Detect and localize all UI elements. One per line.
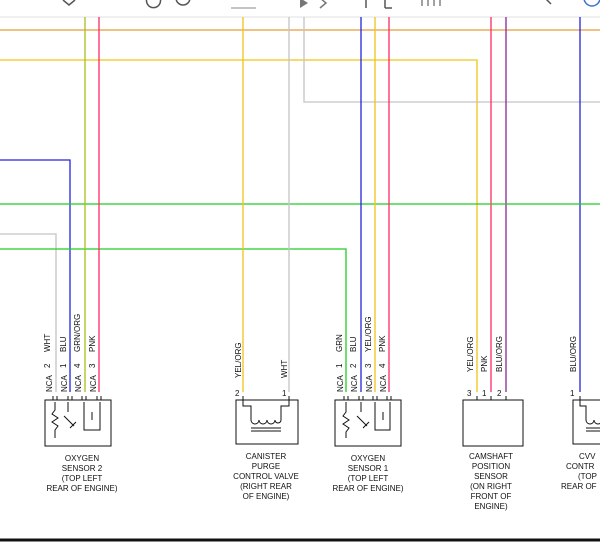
wires xyxy=(0,17,600,392)
page-icon[interactable] xyxy=(365,0,441,9)
component-title: PURGE xyxy=(252,462,280,471)
canister-purge-valve: YEL/ORG WHT 2 1 CANISTER PURGE CONTROL V… xyxy=(233,342,299,501)
wire-grn-sensor1 xyxy=(0,248,347,392)
coil-icon xyxy=(374,402,391,431)
nca-label: NCA xyxy=(45,374,54,392)
wire-label: PNK xyxy=(378,335,387,352)
camshaft-position-sensor: YEL/ORG PNK BLU/ORG 3 1 2 CAMSHAFT POSIT… xyxy=(462,336,524,511)
expand-icon[interactable] xyxy=(319,0,328,9)
connector-pins xyxy=(343,396,392,400)
pin-number: 4 xyxy=(378,363,387,368)
component-title: REAR OF ENGINE) xyxy=(46,484,117,493)
component-title: CVV xyxy=(579,452,596,461)
pin-number: 4 xyxy=(73,363,82,368)
pin-number: 1 xyxy=(59,363,68,368)
valve-housing xyxy=(572,399,600,445)
heater-element-icon xyxy=(342,402,350,438)
pin-number: 1 xyxy=(282,389,287,398)
sensor-housing xyxy=(334,399,402,447)
component-title: POSITION xyxy=(472,462,510,471)
wire-wht-sensor2 xyxy=(0,233,57,392)
wire-label: YEL/ORG xyxy=(234,342,243,378)
pin-number: 3 xyxy=(88,363,97,368)
play-icon[interactable] xyxy=(300,0,308,8)
connector-pins xyxy=(52,396,102,400)
toolbar[interactable] xyxy=(0,0,600,18)
solenoid-coil-icon xyxy=(242,400,290,432)
sensing-element-icon xyxy=(63,402,77,429)
oxygen-sensor-1: GRN BLU YEL/ORG PNK 1 2 3 4 NCA NCA NCA … xyxy=(332,316,403,493)
component-title: CONTR xyxy=(566,462,595,471)
nca-label: NCA xyxy=(89,374,98,392)
pin-number: 2 xyxy=(349,363,358,368)
sensor-housing xyxy=(462,399,524,447)
pin-number: 1 xyxy=(482,389,487,398)
wire-blu-sensor2 xyxy=(0,159,71,392)
component-title: OXYGEN xyxy=(351,454,385,463)
component-title: ENGINE) xyxy=(474,502,508,511)
arrow-icon[interactable] xyxy=(545,0,552,5)
component-title: FRONT OF xyxy=(471,492,512,501)
nca-label: NCA xyxy=(379,374,388,392)
component-title: (RIGHT REAR xyxy=(240,482,292,491)
nca-label: NCA xyxy=(365,374,374,392)
component-title: OXYGEN xyxy=(65,454,99,463)
component-title: REAR OF xyxy=(561,482,597,491)
wire-label: GRN xyxy=(335,334,344,352)
heater-element-icon xyxy=(51,402,59,438)
pin-number: 3 xyxy=(364,363,373,368)
component-title: (TOP LEFT xyxy=(62,474,103,483)
valve-housing xyxy=(235,399,299,445)
component-title: SENSOR 1 xyxy=(348,464,389,473)
wire-yelorg-camshaft xyxy=(0,59,478,392)
wire-label: BLU xyxy=(349,336,358,352)
component-title: SENSOR xyxy=(474,472,508,481)
nca-label: NCA xyxy=(60,374,69,392)
component-title: REAR OF ENGINE) xyxy=(332,484,403,493)
pin-number: 1 xyxy=(570,389,575,398)
sensor-housing xyxy=(44,399,112,447)
component-title: OF ENGINE) xyxy=(243,492,290,501)
wire-label: GRN/ORG xyxy=(73,314,82,352)
wire-label: BLU/ORG xyxy=(569,336,578,372)
coil-icon xyxy=(83,402,101,431)
wire-gray-topright xyxy=(303,17,600,103)
nca-label: NCA xyxy=(350,374,359,392)
wire-label: YEL/ORG xyxy=(466,336,475,372)
sensing-element-icon xyxy=(356,402,370,429)
cvvt-control-valve: BLU/ORG 1 CVV CONTR (TOP REAR OF xyxy=(561,336,600,491)
wire-label: YEL/ORG xyxy=(364,316,373,352)
component-title: CAMSHAFT xyxy=(469,452,513,461)
wire-label: PNK xyxy=(480,355,489,372)
wire-label: BLU xyxy=(59,336,68,352)
component-title: (TOP LEFT xyxy=(348,474,389,483)
component-title: CANISTER xyxy=(246,452,287,461)
component-title: (ON RIGHT xyxy=(470,482,512,491)
record-icon[interactable] xyxy=(175,0,191,6)
chevron-icon[interactable] xyxy=(62,0,76,6)
connector-pins xyxy=(242,396,290,400)
solenoid-coil-icon xyxy=(579,396,600,432)
component-title: (TOP xyxy=(578,472,597,481)
pin-number: 3 xyxy=(467,389,472,398)
wire-label: BLU/ORG xyxy=(495,336,504,372)
pin-number: 2 xyxy=(235,389,240,398)
refresh-icon[interactable] xyxy=(145,0,162,9)
nca-label: NCA xyxy=(74,374,83,392)
wire-label: PNK xyxy=(88,335,97,352)
wire-label: WHT xyxy=(280,360,289,378)
connector-pins xyxy=(476,396,507,400)
pin-number: 2 xyxy=(497,389,502,398)
nca-label: NCA xyxy=(336,374,345,392)
component-title: CONTROL VALVE xyxy=(233,472,299,481)
component-title: SENSOR 2 xyxy=(62,464,103,473)
oxygen-sensor-2: WHT BLU GRN/ORG PNK 2 1 4 3 NCA NCA NCA … xyxy=(43,314,118,493)
wire-label: WHT xyxy=(43,334,52,352)
pin-number: 1 xyxy=(335,363,344,368)
circle-icon[interactable] xyxy=(583,0,600,7)
pin-number: 2 xyxy=(43,363,52,368)
